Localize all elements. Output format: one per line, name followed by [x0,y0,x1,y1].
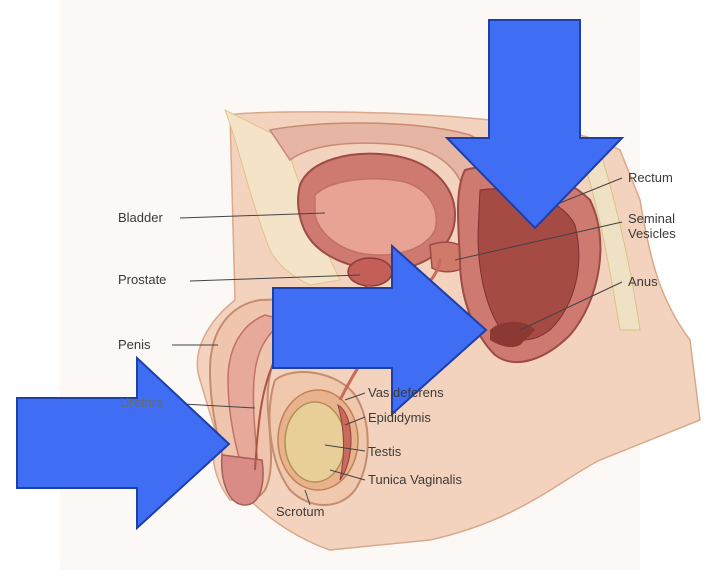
label-prostate: Prostate [118,272,166,287]
label-penis: Penis [118,337,151,352]
label-bladder: Bladder [118,210,163,225]
label-rectum: Rectum [628,170,673,185]
label-scrotum: Scrotum [276,504,324,519]
label-seminal-vesicles: Seminal Vesicles [628,211,706,241]
label-epididymis: Epididymis [368,410,431,425]
label-testis: Testis [368,444,401,459]
prostate [348,258,392,286]
label-urethra: Urethra [120,395,163,410]
label-vas-deferens: Vas deferens [368,385,444,400]
label-tunica-vaginalis: Tunica Vaginalis [368,472,462,487]
testis [285,402,345,482]
label-anus: Anus [628,274,658,289]
